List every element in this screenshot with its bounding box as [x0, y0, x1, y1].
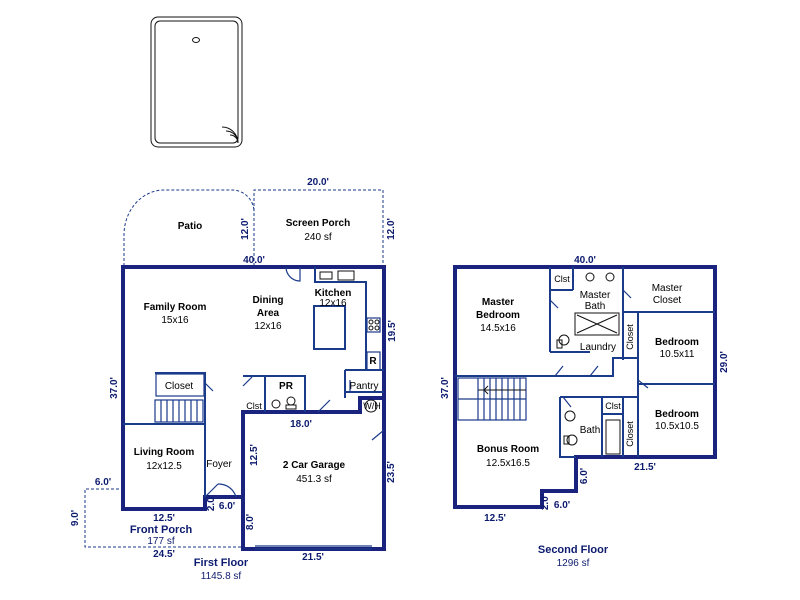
dining-size: 12x16 — [254, 321, 282, 332]
garage-label: 2 Car Garage — [283, 460, 346, 471]
dining-label-2: Area — [257, 308, 280, 319]
dim-upstairs-jog-h: 2.0' — [540, 494, 551, 510]
front-porch-label: Front Porch — [130, 524, 193, 536]
water-heater-label: W/H — [363, 401, 381, 411]
screen-porch-outline — [253, 189, 384, 266]
dim-front-top: 12.5' — [153, 513, 175, 524]
dim-upstairs-step-width: 21.5' — [634, 462, 656, 473]
dim-garage-top: 18.0' — [290, 419, 312, 430]
master-bedroom-label: Master — [482, 297, 514, 308]
dim-top-width: 40.0' — [243, 255, 265, 266]
dim-garage-bottom: 21.5' — [302, 552, 324, 563]
dim-garage-inner: 12.5' — [249, 444, 260, 466]
second-floor-plan — [453, 265, 717, 509]
second-floor-exterior-wall — [453, 265, 717, 509]
dim-garage-left-low: 8.0' — [245, 514, 256, 530]
master-bath-label: Master — [580, 290, 611, 301]
dim-foyer-jog-w: 6.0' — [219, 501, 235, 512]
second-floor-title: Second Floor — [538, 544, 609, 556]
first-floor-title: First Floor — [194, 557, 249, 569]
stairs-second-floor — [457, 377, 527, 421]
first-floor-area: 1145.8 sf — [201, 571, 242, 582]
closet-vertical-label: Closet — [625, 324, 635, 350]
dim-upstairs-left-depth: 37.0' — [440, 377, 451, 399]
first-floor-labels: Patio Screen Porch 240 sf Family Room 15… — [130, 218, 381, 547]
dim-garage-right: 23.5' — [386, 461, 397, 483]
living-room-size: 12x12.5 — [146, 461, 182, 472]
foyer-label: Foyer — [206, 459, 232, 470]
stairs-first-floor — [154, 399, 204, 423]
bedroom-b-label: Bedroom — [655, 409, 699, 420]
closet-label: Closet — [165, 381, 194, 392]
dim-foyer-jog-h: 2.0' — [206, 495, 217, 511]
master-closet-label-2: Closet — [653, 295, 682, 306]
kitchen-label: Kitchen — [315, 288, 352, 299]
closet-vertical-label-2: Closet — [625, 421, 635, 447]
patio-outline — [123, 189, 255, 266]
dim-upstairs-top-width: 40.0' — [574, 255, 596, 266]
dim-upstairs-jog-w: 6.0' — [554, 500, 570, 511]
clst-label-upstairs: Clst — [554, 274, 570, 284]
powder-room-label: PR — [279, 381, 294, 392]
bedroom-a-size: 10.5x11 — [660, 349, 695, 360]
second-floor-labels: Master Bedroom 14.5x16 Clst Master Bath … — [476, 274, 699, 469]
master-bedroom-size: 14.5x16 — [480, 323, 516, 334]
dim-upstairs-bottom-left: 12.5' — [484, 513, 506, 524]
patio-label: Patio — [178, 221, 202, 232]
screen-porch-area: 240 sf — [304, 232, 331, 243]
clst-label: Clst — [246, 401, 262, 411]
screen-porch-label: Screen Porch — [286, 218, 350, 229]
family-room-label: Family Room — [144, 302, 207, 313]
master-bedroom-label-2: Bedroom — [476, 310, 520, 321]
living-room-label: Living Room — [134, 447, 195, 458]
first-floor-dimensions: 20.0' 12.0' 12.0' 40.0' 37.0' 19.5' 18.0… — [70, 177, 398, 582]
first-floor-plan — [84, 189, 386, 551]
laundry-label: Laundry — [580, 342, 616, 353]
dim-upstairs-right-depth: 29.0' — [719, 351, 730, 373]
dim-porch-left-w: 6.0' — [95, 477, 111, 488]
refrigerator-label: R — [369, 356, 377, 367]
dim-porch-width: 20.0' — [307, 177, 329, 188]
bath-label: Bath — [580, 425, 601, 436]
second-floor-dimensions: 40.0' 37.0' 29.0' 21.5' 6.0' 12.5' 6.0' … — [440, 255, 730, 569]
bonus-room-size: 12.5x16.5 — [486, 458, 530, 469]
dim-right-upper: 19.5' — [387, 320, 398, 342]
front-porch-area: 177 sf — [147, 536, 174, 547]
bedroom-a-label: Bedroom — [655, 337, 699, 348]
second-floor-area: 1296 sf — [557, 558, 590, 569]
clst-label-bath: Clst — [605, 401, 621, 411]
dim-left-depth: 37.0' — [109, 377, 120, 399]
garage-area: 451.3 sf — [296, 474, 332, 485]
dim-upstairs-step-height: 6.0' — [579, 468, 590, 484]
family-room-size: 15x16 — [161, 315, 189, 326]
pantry-label: Pantry — [350, 381, 379, 392]
dining-label: Dining — [252, 295, 283, 306]
bonus-room-label: Bonus Room — [477, 444, 539, 455]
pool — [150, 16, 243, 148]
bedroom-b-size: 10.5x10.5 — [655, 421, 699, 432]
master-closet-label: Master — [652, 283, 683, 294]
front-porch-outline — [84, 488, 243, 548]
dim-front-bottom: 24.5' — [153, 549, 175, 560]
kitchen-size: 12x16 — [319, 298, 347, 309]
dim-porch-depth-left: 12.0' — [240, 218, 251, 240]
dim-porch-left-h: 9.0' — [70, 510, 81, 526]
dim-porch-depth-right: 12.0' — [386, 218, 397, 240]
master-bath-label-2: Bath — [585, 301, 606, 312]
